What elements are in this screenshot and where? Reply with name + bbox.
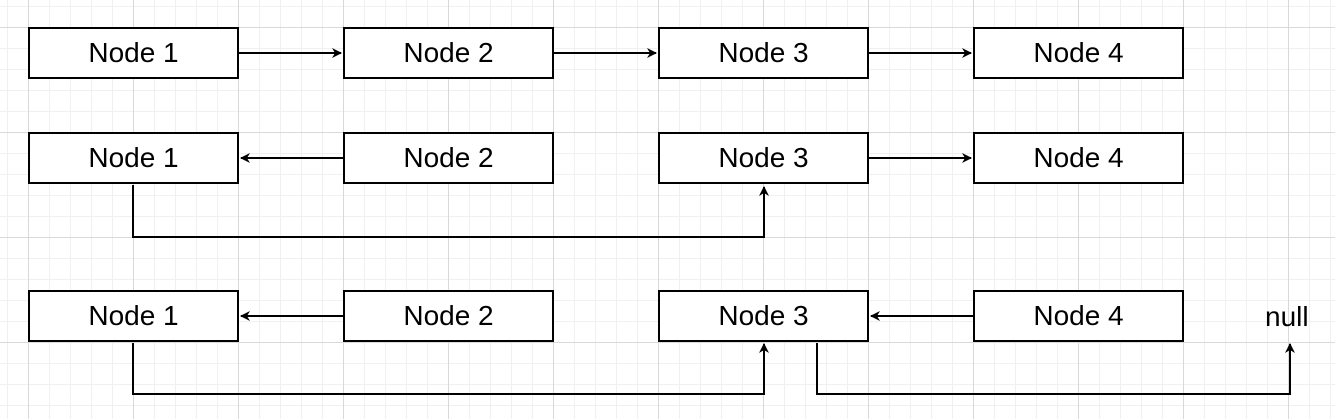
row3-node-2: Node 2 — [343, 290, 554, 342]
row2-node-3: Node 3 — [658, 132, 869, 184]
row3-node-1: Node 1 — [28, 290, 239, 342]
row1-node-3: Node 3 — [658, 27, 869, 79]
row1-node-4: Node 4 — [973, 27, 1184, 79]
row2-node-1: Node 1 — [28, 132, 239, 184]
edge-r3-n3-to-null — [816, 343, 1295, 395]
row3-node-4: Node 4 — [973, 290, 1184, 342]
edge-r3-n1-to-n3 — [132, 343, 769, 395]
null-terminal-label: null — [1265, 301, 1309, 332]
edge-r2-n1-to-n3 — [132, 185, 769, 238]
row2-node-2: Node 2 — [343, 132, 554, 184]
row3-node-3: Node 3 — [658, 290, 869, 342]
row1-node-1: Node 1 — [28, 27, 239, 79]
row1-node-2: Node 2 — [343, 27, 554, 79]
row2-node-4: Node 4 — [973, 132, 1184, 184]
